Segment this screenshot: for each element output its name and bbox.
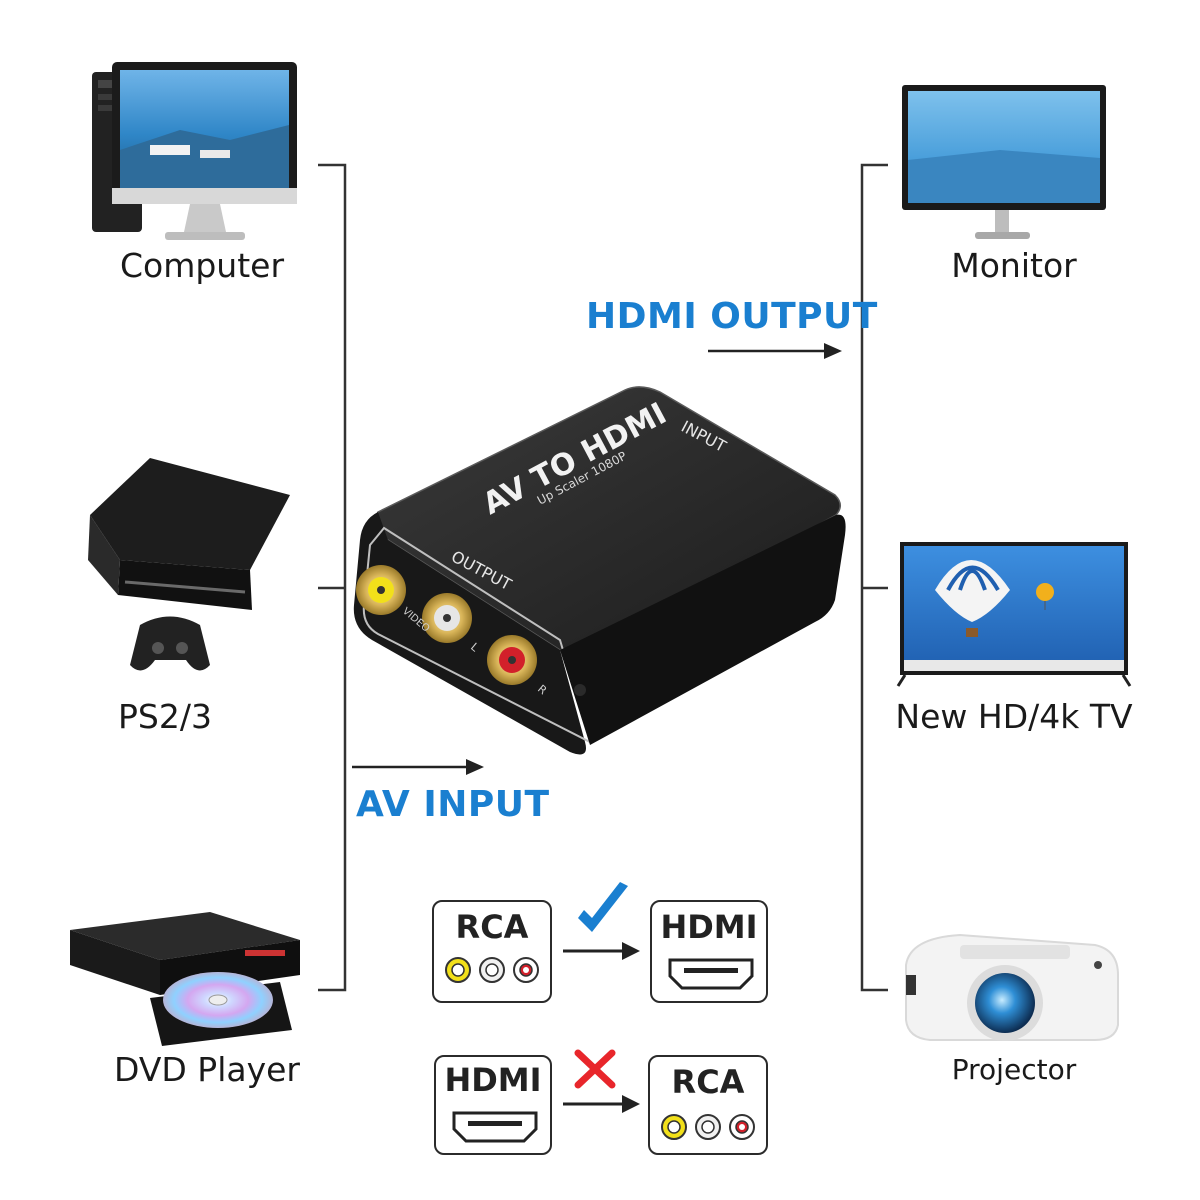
- compat-rca-box-2: RCA: [648, 1055, 768, 1155]
- hdmi-port-icon: [668, 958, 754, 990]
- check-icon: [578, 882, 628, 932]
- rca-plugs-icon-2: [661, 1114, 755, 1140]
- av-input-label: AV INPUT: [356, 784, 550, 825]
- av-input-arrow: [352, 759, 484, 775]
- right-bracket: [860, 163, 888, 992]
- hdmi-output-label: HDMI OUTPUT: [586, 296, 878, 337]
- output-label-projector: Projector: [951, 1053, 1077, 1086]
- compat-rca-box: RCA: [432, 900, 552, 1003]
- compat-hdmi-title-2: HDMI: [444, 1061, 542, 1099]
- input-label-computer: Computer: [119, 246, 285, 285]
- output-label-monitor: Monitor: [951, 246, 1077, 285]
- compat-hdmi-title: HDMI: [660, 908, 758, 946]
- compat-rca-title-2: RCA: [671, 1063, 745, 1101]
- output-label-tv: New HD/4k TV: [895, 697, 1133, 736]
- compat-hdmi-box-2: HDMI: [434, 1055, 552, 1155]
- compat-rca-title: RCA: [455, 908, 529, 946]
- hdmi-port-icon-2: [452, 1111, 538, 1143]
- hdmi-output-arrow: [708, 343, 842, 359]
- input-label-ps: PS2/3: [118, 697, 212, 736]
- left-bracket: [318, 163, 347, 992]
- rca-plugs-icon: [445, 957, 539, 983]
- cross-icon: [574, 1049, 616, 1089]
- input-label-dvd: DVD Player: [114, 1050, 300, 1089]
- compat-hdmi-box: HDMI: [650, 900, 768, 1003]
